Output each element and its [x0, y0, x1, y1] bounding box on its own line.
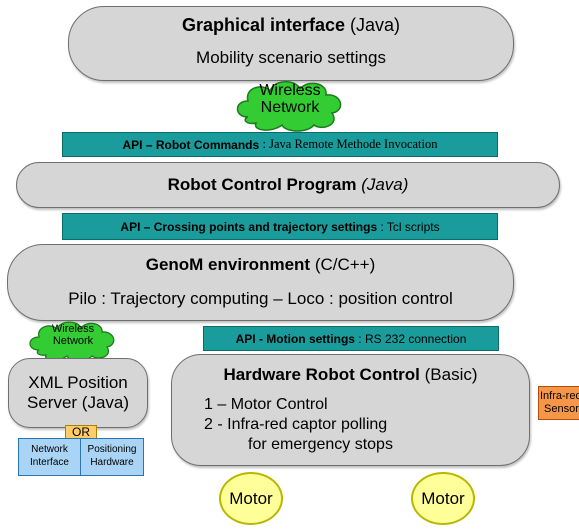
robot-control-program-box: Robot Control Program (Java) [16, 162, 560, 208]
motor-right: Motor [411, 472, 475, 525]
infrared-sensor-box: Infra-red Sensor [538, 386, 579, 420]
robot-control-lang: (Java) [361, 175, 409, 194]
motor-left-label: Motor [229, 488, 273, 508]
xml-server-line1: XML Position [28, 373, 128, 392]
or-label: OR [65, 425, 97, 439]
api-robot-commands-bar: API – Robot Commands : Java Remote Metho… [62, 132, 498, 157]
graphical-interface-box: Graphical interface (Java) Mobility scen… [68, 6, 514, 81]
cloud-small-line2: Network [52, 334, 94, 347]
cloud-small-line1: Wireless [51, 323, 95, 335]
gui-title: Graphical interface [181, 15, 346, 35]
xml-position-server-box: XML Position Server (Java) [8, 358, 148, 428]
cloud-icon [236, 81, 342, 132]
positioning-hardware-line2: Hardware [90, 456, 134, 468]
network-interface-line2: Interface [30, 456, 69, 468]
api-crossing-points-bar: API – Crossing points and trajectory set… [62, 213, 498, 240]
positioning-hardware-box: Positioning Hardware [80, 438, 144, 476]
api-motion-label: API - Motion settings [235, 331, 355, 346]
hardware-robot-control-box: Hardware Robot Control (Basic) 1 – Motor… [171, 354, 530, 466]
infrared-sensor-line1: Infra-red [540, 390, 579, 402]
hardware-item-2-line1: 2 - Infra-red captor polling [204, 416, 388, 433]
gui-subtitle: Mobility scenario settings [196, 48, 386, 67]
gui-title-lang: (Java) [350, 15, 401, 35]
wireless-network-cloud-top: Wireless Network [230, 77, 350, 133]
api-robot-commands-detail: : Java Remote Methode Invocation [262, 137, 438, 152]
hardware-control-title: Hardware Robot Control [223, 365, 420, 384]
hardware-item-2-line2: for emergency stops [248, 436, 393, 453]
genom-lang: (C/C++) [314, 255, 376, 274]
motor-left: Motor [219, 472, 283, 525]
api-motion-settings-bar: API - Motion settings : RS 232 connectio… [203, 326, 499, 351]
positioning-hardware-line1: Positioning [87, 444, 137, 455]
api-motion-detail: : RS 232 connection [358, 331, 467, 346]
network-interface-box: Network Interface [18, 438, 81, 476]
api-robot-commands-label: API – Robot Commands [122, 137, 260, 152]
api-crossing-points-label: API – Crossing points and trajectory set… [120, 219, 378, 234]
hardware-control-lang: (Basic) [424, 365, 478, 384]
cloud-top-line1: Wireless [259, 82, 321, 99]
genom-subtitle: Pilo : Trajectory computing – Loco : pos… [68, 289, 453, 308]
wireless-network-cloud-small: Wireless Network [25, 318, 121, 362]
motor-right-label: Motor [421, 488, 465, 508]
network-interface-line1: Network [31, 444, 68, 455]
genom-environment-box: GenoM environment (C/C++) Pilo : Traject… [7, 244, 514, 321]
infrared-sensor-line2: Sensor [544, 403, 579, 416]
robot-control-title: Robot Control Program [167, 175, 357, 194]
genom-title: GenoM environment [145, 255, 311, 274]
api-crossing-points-detail: : Tcl scripts [380, 219, 440, 234]
cloud-top-line2: Network [260, 98, 320, 116]
xml-server-line2: Server (Java) [26, 393, 130, 413]
hardware-item-1: 1 – Motor Control [204, 396, 328, 413]
